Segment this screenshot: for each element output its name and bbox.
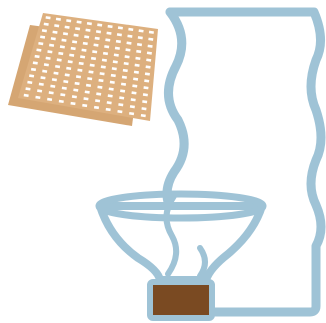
bottle-cap [150,282,212,318]
funnel-icon [99,194,263,280]
bottle-cap-icon [150,282,212,318]
mesh-sheet-icon [8,13,158,126]
